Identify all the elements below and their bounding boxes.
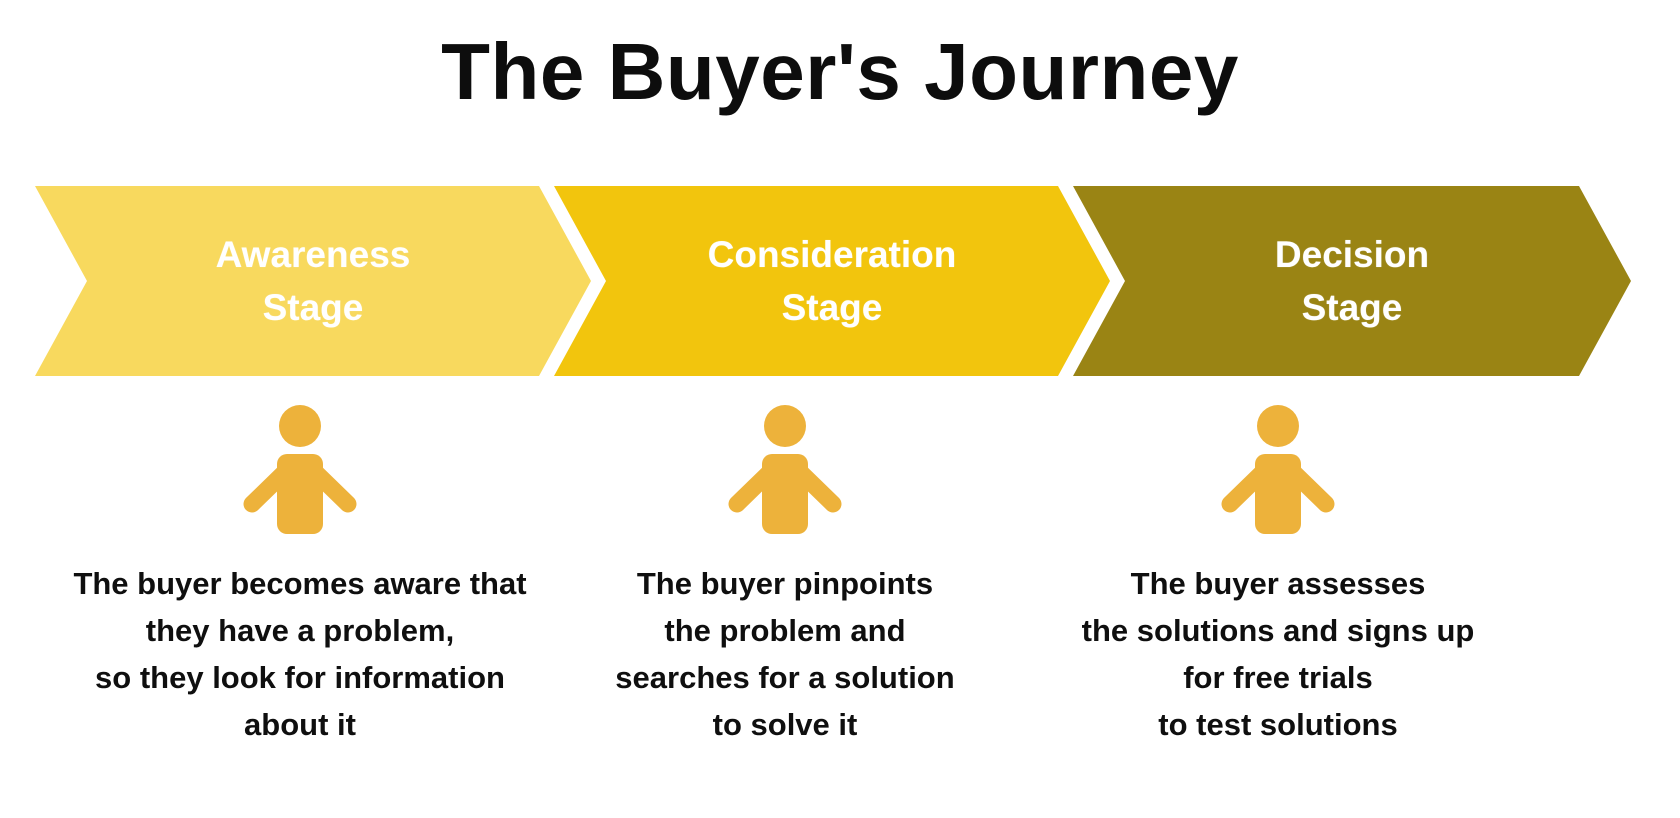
person-icon-awareness [243, 405, 357, 534]
stage-arrow-decision: Decision Stage [1073, 186, 1631, 376]
person-icon-decision [1221, 405, 1335, 534]
stage-label-consideration: Consideration Stage [707, 234, 957, 328]
stage-description-consideration: The buyer pinpoints the problem and sear… [615, 566, 955, 742]
stage-arrow-consideration: Consideration Stage [554, 186, 1110, 376]
stage-arrow-awareness: Awareness Stage [35, 186, 591, 376]
stage-description-decision: The buyer assesses the solutions and sig… [1081, 566, 1475, 742]
page-title: The Buyer's Journey [441, 27, 1239, 116]
stage-description-awareness: The buyer becomes aware that they have a… [73, 566, 527, 742]
person-icon-consideration [728, 405, 842, 534]
stage-label-awareness: Awareness Stage [215, 234, 411, 328]
stage-label-decision: Decision Stage [1274, 234, 1430, 328]
